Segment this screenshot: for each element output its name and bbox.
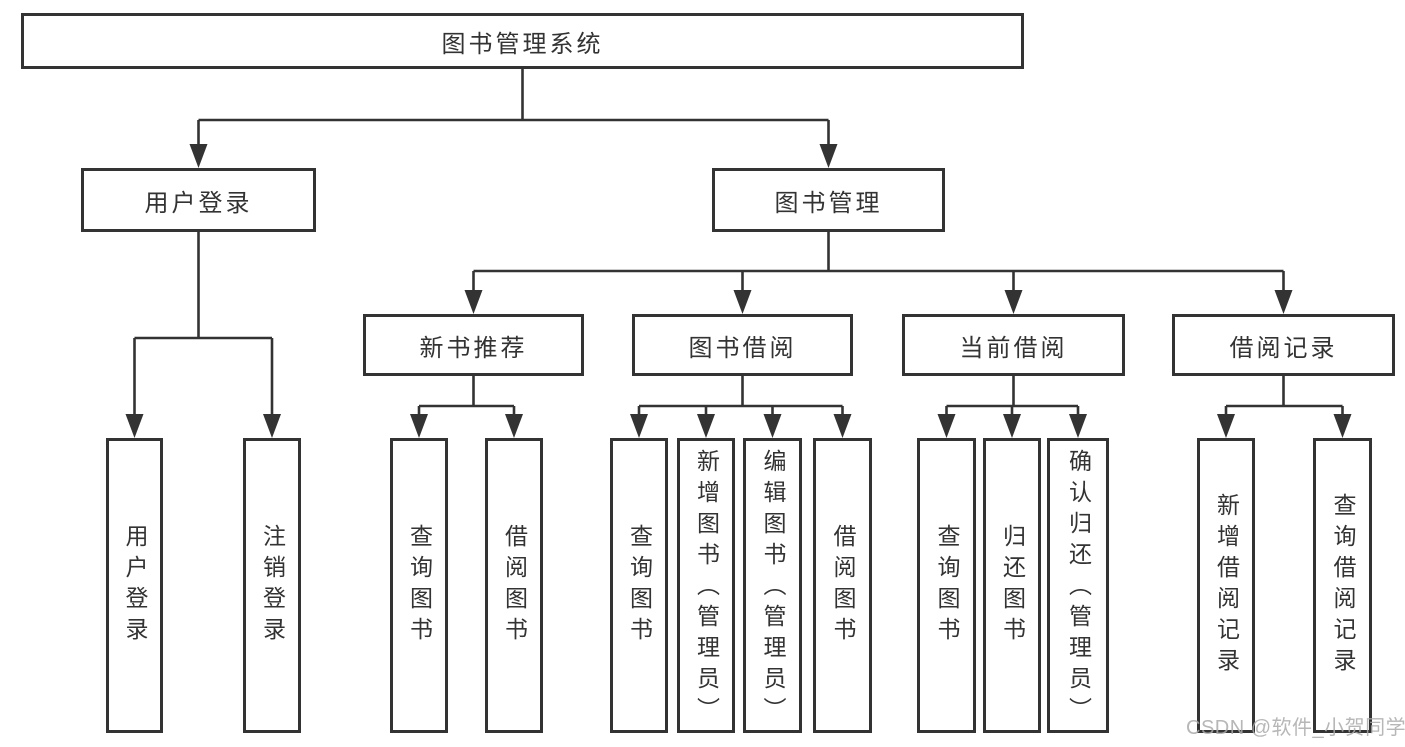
arrowheads xyxy=(125,144,1352,438)
leaf-current-query-books: 查询图书 xyxy=(917,438,976,733)
leaf-records-query-borrow-record: 查询借阅记录 xyxy=(1313,438,1372,733)
leaf-borrowing-borrow-books: 借阅图书 xyxy=(813,438,872,733)
leaf-logout: 注销登录 xyxy=(243,438,301,733)
leaf-borrowing-edit-book-admin: 编辑图书（管理员） xyxy=(743,438,802,733)
node-current-borrowing: 当前借阅 xyxy=(902,314,1125,376)
node-library-management-system: 图书管理系统 xyxy=(21,13,1024,69)
csdn-watermark: CSDN @软件_小贺同学 xyxy=(1186,717,1405,739)
leaf-borrowing-query-books: 查询图书 xyxy=(610,438,668,733)
leaf-borrowing-add-book-admin: 新增图书（管理员） xyxy=(677,438,735,733)
leaf-records-add-borrow-record: 新增借阅记录 xyxy=(1197,438,1255,733)
leaf-recommend-query-books: 查询图书 xyxy=(390,438,448,733)
node-borrowing-records: 借阅记录 xyxy=(1172,314,1395,376)
node-user-login: 用户登录 xyxy=(81,168,316,232)
leaf-recommend-borrow-books: 借阅图书 xyxy=(485,438,543,733)
leaf-current-confirm-return-admin: 确认归还（管理员） xyxy=(1047,438,1109,733)
leaf-current-return-books: 归还图书 xyxy=(983,438,1041,733)
leaf-user-login: 用户登录 xyxy=(106,438,163,733)
node-new-book-recommendation: 新书推荐 xyxy=(363,314,584,376)
node-book-management: 图书管理 xyxy=(712,168,945,232)
node-book-borrowing: 图书借阅 xyxy=(632,314,853,376)
